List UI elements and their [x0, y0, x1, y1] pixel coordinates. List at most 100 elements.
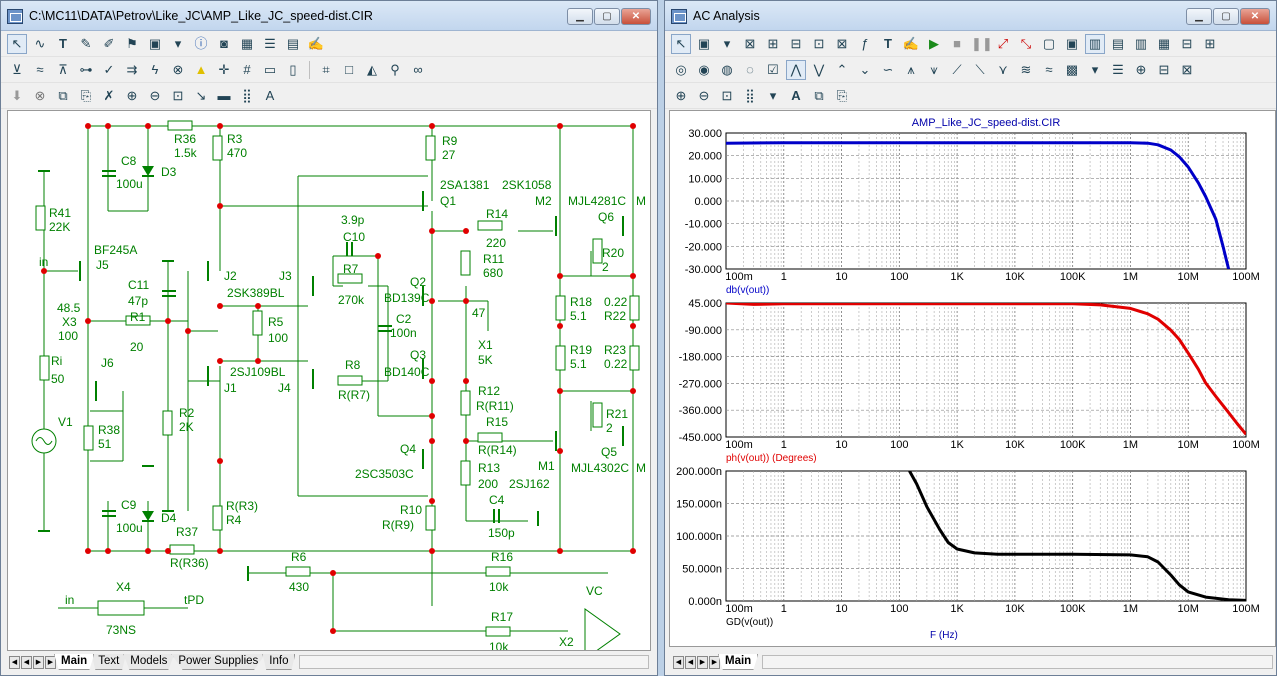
- zoom-in-icon[interactable]: ⊕: [126, 87, 138, 103]
- maximize-button[interactable]: ▢: [594, 8, 620, 25]
- find-icon[interactable]: ⚲: [390, 61, 400, 77]
- tab-last-button[interactable]: ▶: [45, 655, 56, 669]
- scale2-icon[interactable]: ⊞: [767, 35, 779, 51]
- tab-prev-button[interactable]: ◀: [685, 655, 696, 669]
- save-icon[interactable]: ▬: [217, 87, 231, 103]
- box2-icon[interactable]: ▣: [1065, 35, 1079, 51]
- tile-icon[interactable]: ⣿: [745, 87, 755, 103]
- tab-models[interactable]: Models: [123, 654, 175, 670]
- maximize-button[interactable]: ▢: [1213, 8, 1239, 25]
- edit-icon[interactable]: ✍: [902, 35, 920, 51]
- horizontal-scrollbar[interactable]: [299, 655, 649, 669]
- zoom-region-icon[interactable]: ⊡: [172, 87, 184, 103]
- scale5-icon[interactable]: ⊠: [836, 35, 848, 51]
- select-mode-icon[interactable]: ↖: [671, 33, 691, 54]
- tile-icon[interactable]: ⣿: [242, 87, 252, 103]
- layout2-icon[interactable]: ▤: [1111, 35, 1125, 51]
- slope-icon[interactable]: ⟋: [952, 61, 962, 77]
- grid-icon[interactable]: ▦: [240, 35, 254, 51]
- help-icon[interactable]: ◙: [220, 35, 228, 51]
- grid-icon[interactable]: ⊞: [1204, 35, 1216, 51]
- list-icon[interactable]: ☰: [264, 35, 276, 51]
- tab-power-supplies[interactable]: Power Supplies: [171, 654, 266, 670]
- peak-icon[interactable]: ⋀: [786, 59, 806, 80]
- dropdown3-icon[interactable]: ▾: [769, 87, 777, 103]
- paste-icon[interactable]: ⎘: [836, 87, 848, 103]
- minus-icon[interactable]: ⊟: [1181, 35, 1193, 51]
- scope2-icon[interactable]: ⊠: [1181, 61, 1193, 77]
- tab-info[interactable]: Info: [262, 654, 296, 670]
- scale-icon[interactable]: ⊠: [744, 35, 756, 51]
- layout4-icon[interactable]: ▦: [1157, 35, 1171, 51]
- edit-icon[interactable]: ✍: [307, 35, 325, 51]
- minimize-button[interactable]: ▁: [567, 8, 593, 25]
- scale4-icon[interactable]: ⊡: [813, 35, 825, 51]
- check-icon[interactable]: ✓: [103, 61, 115, 77]
- probe2-icon[interactable]: ◉: [698, 61, 710, 77]
- valley-icon[interactable]: ⋁: [813, 61, 825, 77]
- cursor2-icon[interactable]: ⤡: [1020, 35, 1032, 51]
- probe3-icon[interactable]: ◍: [721, 61, 733, 77]
- dropdown2-icon[interactable]: ▾: [1091, 61, 1099, 77]
- pause-icon[interactable]: ❚❚: [971, 35, 993, 51]
- probe4-icon[interactable]: ◌: [746, 61, 754, 77]
- cursor-icon[interactable]: ⤢: [997, 35, 1009, 51]
- pointer-icon[interactable]: ↘: [195, 87, 207, 103]
- high-icon[interactable]: ⌃: [836, 61, 848, 77]
- bottom-icon[interactable]: ⟍: [975, 61, 985, 77]
- rect-icon[interactable]: □: [345, 61, 353, 77]
- analysis-titlebar[interactable]: AC Analysis ▁ ▢ ✕: [665, 1, 1276, 31]
- close-button[interactable]: ✕: [1240, 8, 1270, 25]
- close-button[interactable]: ✕: [621, 8, 651, 25]
- curve-icon[interactable]: ≋: [1020, 61, 1032, 77]
- layout-icon[interactable]: ▥: [1085, 33, 1105, 54]
- wire-icon[interactable]: ∿: [34, 35, 46, 51]
- tab-main[interactable]: Main: [718, 654, 759, 670]
- zoom-in-icon[interactable]: ⊕: [675, 87, 687, 103]
- net-icon[interactable]: ⊼: [58, 61, 68, 77]
- font-icon[interactable]: A: [791, 87, 801, 103]
- binoculars-icon[interactable]: ∞: [413, 61, 423, 77]
- properties-icon[interactable]: ☑: [767, 61, 779, 77]
- global-high-icon[interactable]: ⩚: [907, 61, 915, 77]
- select-mode-icon[interactable]: ↖: [7, 33, 27, 54]
- probe1-icon[interactable]: ◎: [675, 61, 687, 77]
- tab-last-button[interactable]: ▶: [709, 655, 720, 669]
- low-icon[interactable]: ⌄: [859, 61, 871, 77]
- warning-icon[interactable]: ▲: [194, 61, 208, 77]
- pin-icon[interactable]: ⊶: [79, 61, 93, 77]
- palette-icon[interactable]: ▩: [1065, 61, 1079, 77]
- zoom-out-icon[interactable]: ⊖: [698, 87, 710, 103]
- tab-next-button[interactable]: ▶: [33, 655, 44, 669]
- wave-icon[interactable]: ≈: [36, 61, 44, 77]
- tab-next-button[interactable]: ▶: [697, 655, 708, 669]
- font-icon[interactable]: A: [265, 87, 275, 103]
- list-icon[interactable]: ☰: [1112, 61, 1124, 77]
- dropdown-icon[interactable]: ▾: [723, 35, 731, 51]
- cross-icon[interactable]: ⊗: [172, 61, 184, 77]
- component-icon[interactable]: ▣: [148, 35, 162, 51]
- function-icon[interactable]: ƒ: [861, 35, 869, 51]
- tab-first-button[interactable]: ◀: [673, 655, 684, 669]
- schematic-titlebar[interactable]: C:\MC11\DATA\Petrov\Like_JC\AMP_Like_JC_…: [1, 1, 657, 31]
- tab-text[interactable]: Text: [91, 654, 127, 670]
- inflection-icon[interactable]: ∽: [882, 61, 894, 77]
- page2-icon[interactable]: ▯: [289, 61, 297, 77]
- stop-icon[interactable]: ■: [953, 35, 961, 51]
- zoom-region-icon[interactable]: ⊡: [721, 87, 733, 103]
- zoom-fit-icon[interactable]: ⌗: [322, 61, 330, 77]
- zoom-out-icon[interactable]: ⊖: [149, 87, 161, 103]
- dropdown-icon[interactable]: ▾: [174, 35, 182, 51]
- flag-icon[interactable]: ⚑: [126, 35, 138, 51]
- top-icon[interactable]: ⋎: [998, 61, 1008, 77]
- flip-icon[interactable]: ◭: [367, 61, 377, 77]
- arrow-icon[interactable]: ⇉: [126, 61, 138, 77]
- run-icon[interactable]: ▶: [929, 35, 939, 51]
- node-icon[interactable]: ⊻: [12, 61, 22, 77]
- down-icon[interactable]: ⬇: [11, 87, 23, 103]
- table-icon[interactable]: ▤: [286, 35, 300, 51]
- layout3-icon[interactable]: ▥: [1134, 35, 1148, 51]
- curve2-icon[interactable]: ≈: [1045, 61, 1053, 77]
